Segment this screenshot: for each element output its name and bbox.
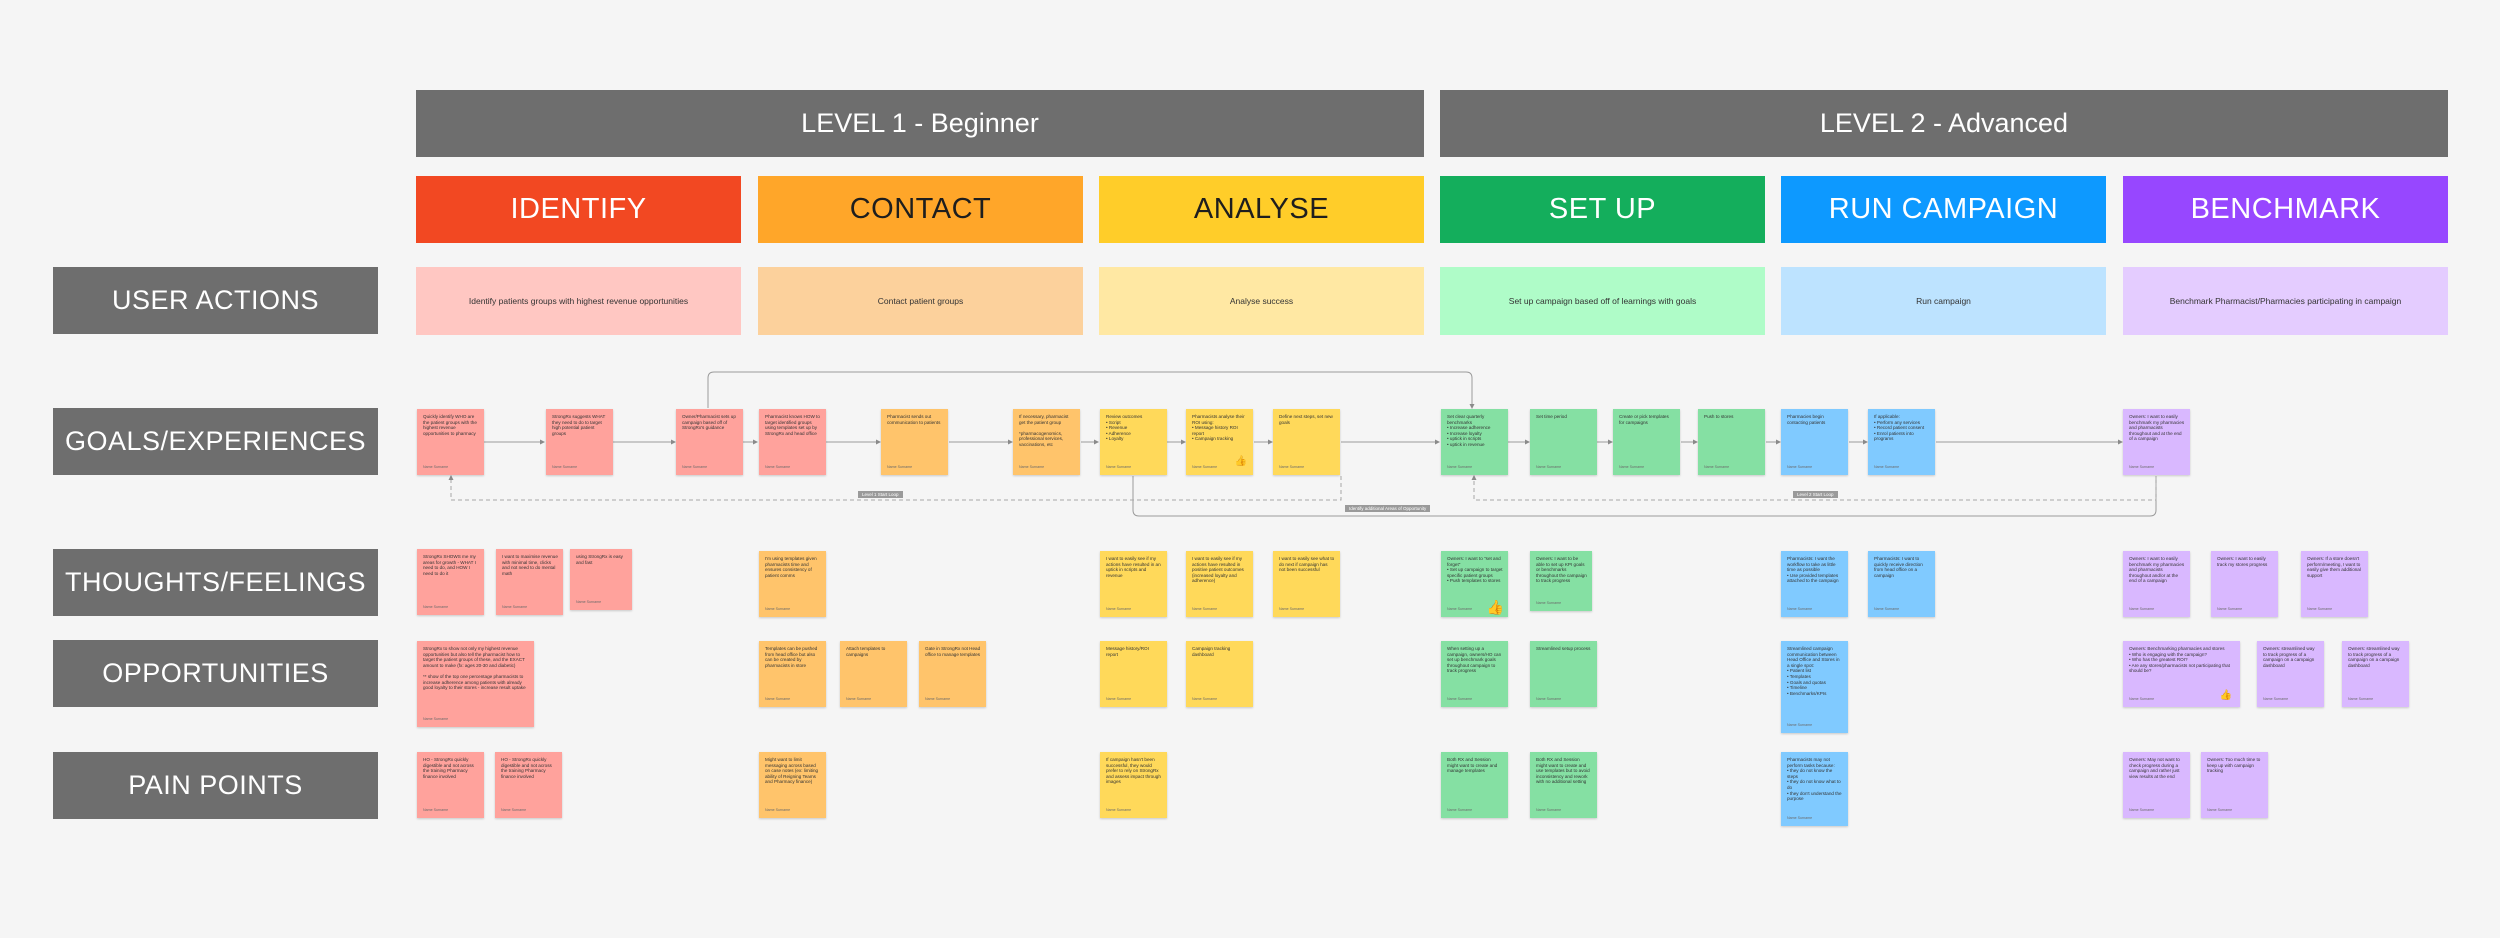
- level-1-header: LEVEL 1 - Beginner: [416, 90, 1424, 157]
- thought-note: I want to easily see if my actions have …: [1100, 551, 1167, 617]
- goal-note: If applicable: • Perform any services • …: [1868, 409, 1935, 475]
- thought-note: Owners: I want to be able to set up KPI …: [1530, 551, 1592, 611]
- user-action-analyse: Analyse success: [1099, 267, 1424, 335]
- stage-benchmark: BENCHMARK: [2123, 176, 2448, 243]
- user-action-benchmark: Benchmark Pharmacist/Pharmacies particip…: [2123, 267, 2448, 335]
- opportunity-note: Streamlined campaign communication betwe…: [1781, 641, 1848, 733]
- thumbs-up-icon: 👍: [1486, 599, 1504, 616]
- pain-point-note: Both RX and Session might want to create…: [1441, 752, 1508, 818]
- thought-note: I want to easily see if my actions have …: [1186, 551, 1253, 617]
- goal-note: Quickly identify WHO are the patient gro…: [417, 409, 484, 475]
- pain-point-note: If campaign hasn't been successful, they…: [1100, 752, 1167, 818]
- goal-note: Pharmacist knows HOW to target identifie…: [759, 409, 826, 475]
- thought-note: Owners: I want to "set and forget" • Set…: [1441, 551, 1508, 617]
- stage-run-campaign: RUN CAMPAIGN: [1781, 176, 2106, 243]
- thumbs-up-icon: 👍: [1234, 456, 1247, 468]
- opportunity-note: Gate in StrongRx not Head office to mana…: [919, 641, 986, 707]
- goal-note: Review outcomes • Script • Revenue • Adh…: [1100, 409, 1167, 475]
- thought-note: Pharmacists: I want the workflow to take…: [1781, 551, 1848, 617]
- row-label-opportunities: OPPORTUNITIES: [53, 640, 378, 707]
- pain-point-note: Owners: Too much time to keep up with ca…: [2201, 752, 2268, 818]
- thought-note: I want to easily see what to do next if …: [1273, 551, 1340, 617]
- stage-identify: IDENTIFY: [416, 176, 741, 243]
- pain-point-note: HO - StrongRx quickly digestible and not…: [495, 752, 562, 818]
- thumbs-up-icon: 👍: [2219, 690, 2232, 702]
- goal-note: Set clear quarterly benchmarks • Increas…: [1441, 409, 1508, 475]
- opportunity-note: Owners: streamlined way to track progres…: [2257, 641, 2324, 707]
- goal-note: Owner/Pharmacist sets up campaign based …: [676, 409, 743, 475]
- thought-note: StrongRx SHOWS me my areas for growth - …: [417, 549, 484, 615]
- badge-level-1-start-loop: Level 1 Start Loop: [858, 491, 903, 498]
- opportunity-note: When setting up a campaign, owners/HO ca…: [1441, 641, 1508, 707]
- badge-identify-additional-areas: Identify additional Areas of Opportunity: [1345, 505, 1431, 512]
- row-label-goals-experiences: GOALS/EXPERIENCES: [53, 408, 378, 475]
- user-action-contact: Contact patient groups: [758, 267, 1083, 335]
- pain-point-note: Might want to limit messaging across bas…: [759, 752, 826, 818]
- level-2-header: LEVEL 2 - Advanced: [1440, 90, 2448, 157]
- row-label-thoughts-feelings: THOUGHTS/FEELINGS: [53, 549, 378, 616]
- goal-note: StrongRx suggests WHAT they need to do t…: [546, 409, 613, 475]
- pain-point-note: Both RX and Session might want to create…: [1530, 752, 1597, 818]
- stage-analyse: ANALYSE: [1099, 176, 1424, 243]
- opportunity-note: StrongRx to show not only my highest rev…: [417, 641, 534, 727]
- stage-contact: CONTACT: [758, 176, 1083, 243]
- pain-point-note: HO - StrongRx quickly digestible and not…: [417, 752, 484, 818]
- row-label-pain-points: PAIN POINTS: [53, 752, 378, 819]
- opportunity-note: Templates can be pushed from head office…: [759, 641, 826, 707]
- thought-note: I'm using templates given pharmacists ti…: [759, 551, 826, 617]
- thought-note: Owners: If a store doesn't perform/meeti…: [2301, 551, 2368, 617]
- pain-point-note: Pharmacists may not perform tasks becaus…: [1781, 752, 1848, 826]
- user-action-set-up: Set up campaign based off of learnings w…: [1440, 267, 1765, 335]
- opportunity-note: Owners: streamlined way to track progres…: [2342, 641, 2409, 707]
- pain-point-note: Owners: May not want to check progress d…: [2123, 752, 2190, 818]
- goal-note: Owners: I want to easily benchmark my ph…: [2123, 409, 2190, 475]
- opportunity-note: Owners: Benchmarking pharmacies and stor…: [2123, 641, 2240, 707]
- badge-level-2-start-loop: Level 2 Start Loop: [1793, 491, 1838, 498]
- thought-note: Pharmacists: I want to quickly receive d…: [1868, 551, 1935, 617]
- goal-note: Pharmacists analyse their ROI using: • M…: [1186, 409, 1253, 475]
- user-action-run-campaign: Run campaign: [1781, 267, 2106, 335]
- stage-set-up: SET UP: [1440, 176, 1765, 243]
- thought-note: Owners: I want to easily benchmark my ph…: [2123, 551, 2190, 617]
- user-action-identify: Identify patients groups with highest re…: [416, 267, 741, 335]
- thought-note: Owners: I want to easily track my stores…: [2211, 551, 2278, 617]
- row-label-user-actions: USER ACTIONS: [53, 267, 378, 334]
- goal-note: If necessary, pharmacist get the patient…: [1013, 409, 1080, 475]
- goal-note: Pharmacist sends out communication to pa…: [881, 409, 948, 475]
- thought-note: I want to maximise revenue with minimal …: [496, 549, 563, 615]
